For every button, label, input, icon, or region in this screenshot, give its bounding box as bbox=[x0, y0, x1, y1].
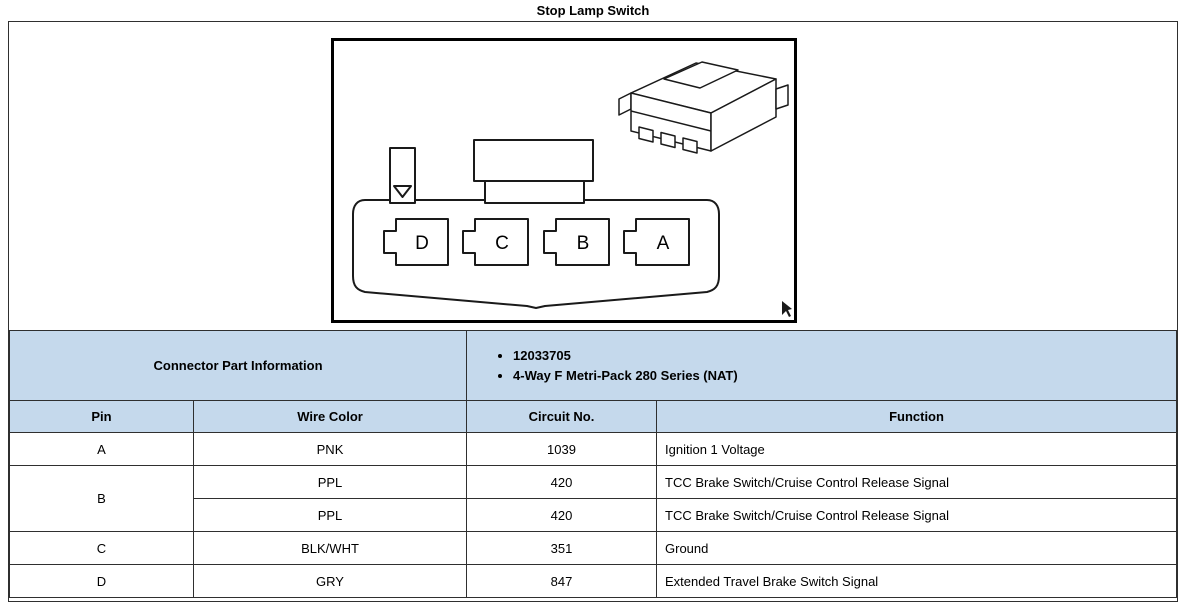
function-cell: Ground bbox=[656, 531, 1177, 565]
col-header-function: Function bbox=[656, 400, 1177, 433]
table-row: B PPL 420 TCC Brake Switch/Cruise Contro… bbox=[9, 465, 1177, 532]
function-cell: TCC Brake Switch/Cruise Control Release … bbox=[656, 465, 1177, 499]
pin-terminal-d bbox=[383, 218, 449, 266]
cursor-icon bbox=[782, 301, 792, 317]
function-cell: Extended Travel Brake Switch Signal bbox=[656, 564, 1177, 598]
connector-diagram-frame: D C B A bbox=[331, 38, 797, 323]
pin-label-a: A bbox=[657, 233, 670, 254]
connector-top-block bbox=[473, 139, 594, 182]
wire-color-cell: BLK/WHT bbox=[192, 531, 468, 565]
circuit-cell: 847 bbox=[466, 564, 658, 598]
circuit-cell: 351 bbox=[466, 531, 658, 565]
connector-diagram: D C B A bbox=[352, 61, 792, 317]
col-header-wire: Wire Color bbox=[192, 400, 468, 433]
pin-cell: A bbox=[9, 432, 194, 466]
3d-side-clip bbox=[775, 84, 789, 110]
circuit-cell: 420 bbox=[466, 465, 658, 499]
pin-terminal-a bbox=[623, 218, 690, 266]
table-row: A PNK 1039 Ignition 1 Voltage bbox=[9, 432, 1177, 466]
pin-label-d: D bbox=[415, 233, 429, 254]
part-info-item: 12033705 bbox=[513, 346, 1176, 366]
pin-label-c: C bbox=[495, 233, 509, 254]
3d-cavity-2 bbox=[660, 131, 676, 149]
wire-color-cell: GRY bbox=[192, 564, 468, 598]
part-info-cell: 12033705 4-Way F Metri-Pack 280 Series (… bbox=[466, 330, 1177, 401]
part-info-row: Connector Part Information 12033705 4-Wa… bbox=[8, 330, 1177, 401]
connector-3d-view bbox=[618, 61, 789, 154]
wire-color-cell: PPL bbox=[192, 465, 468, 499]
pin-terminal-c bbox=[462, 218, 529, 266]
content-frame: D C B A Connector Part Info bbox=[8, 21, 1178, 602]
col-header-circuit: Circuit No. bbox=[466, 400, 658, 433]
table-row: C BLK/WHT 351 Ground bbox=[9, 531, 1177, 565]
pin-cell: D bbox=[9, 564, 194, 598]
part-info-item: 4-Way F Metri-Pack 280 Series (NAT) bbox=[513, 366, 1176, 386]
pin-terminal-b bbox=[543, 218, 610, 266]
3d-cavity-3 bbox=[682, 137, 698, 154]
wire-color-cell: PPL bbox=[192, 498, 468, 532]
function-cell: Ignition 1 Voltage bbox=[656, 432, 1177, 466]
3d-latch-block bbox=[663, 61, 739, 89]
pin-cell: B bbox=[9, 465, 194, 532]
table-header-row: Pin Wire Color Circuit No. Function bbox=[9, 400, 1177, 433]
3d-cavity-1 bbox=[638, 126, 654, 143]
function-cell: TCC Brake Switch/Cruise Control Release … bbox=[656, 498, 1177, 532]
pin-cell: C bbox=[9, 531, 194, 565]
lock-tab-arrow bbox=[393, 185, 412, 198]
3d-right-face bbox=[710, 78, 777, 152]
table-row: D GRY 847 Extended Travel Brake Switch S… bbox=[9, 564, 1177, 598]
page-title: Stop Lamp Switch bbox=[536, 3, 650, 18]
pinout-table: Connector Part Information 12033705 4-Wa… bbox=[8, 330, 1177, 598]
part-info-label: Connector Part Information bbox=[8, 330, 468, 401]
pin-label-b: B bbox=[577, 233, 590, 254]
wire-color-cell: PNK bbox=[192, 432, 468, 466]
circuit-cell: 1039 bbox=[466, 432, 658, 466]
col-header-pin: Pin bbox=[9, 400, 194, 433]
3d-front-ridge bbox=[630, 110, 712, 132]
part-info-list: 12033705 4-Way F Metri-Pack 280 Series (… bbox=[513, 346, 1176, 386]
connector-top-block-neck bbox=[484, 180, 585, 204]
3d-left-end bbox=[618, 92, 632, 116]
diagram-area: D C B A bbox=[9, 22, 1177, 330]
circuit-cell: 420 bbox=[466, 498, 658, 532]
